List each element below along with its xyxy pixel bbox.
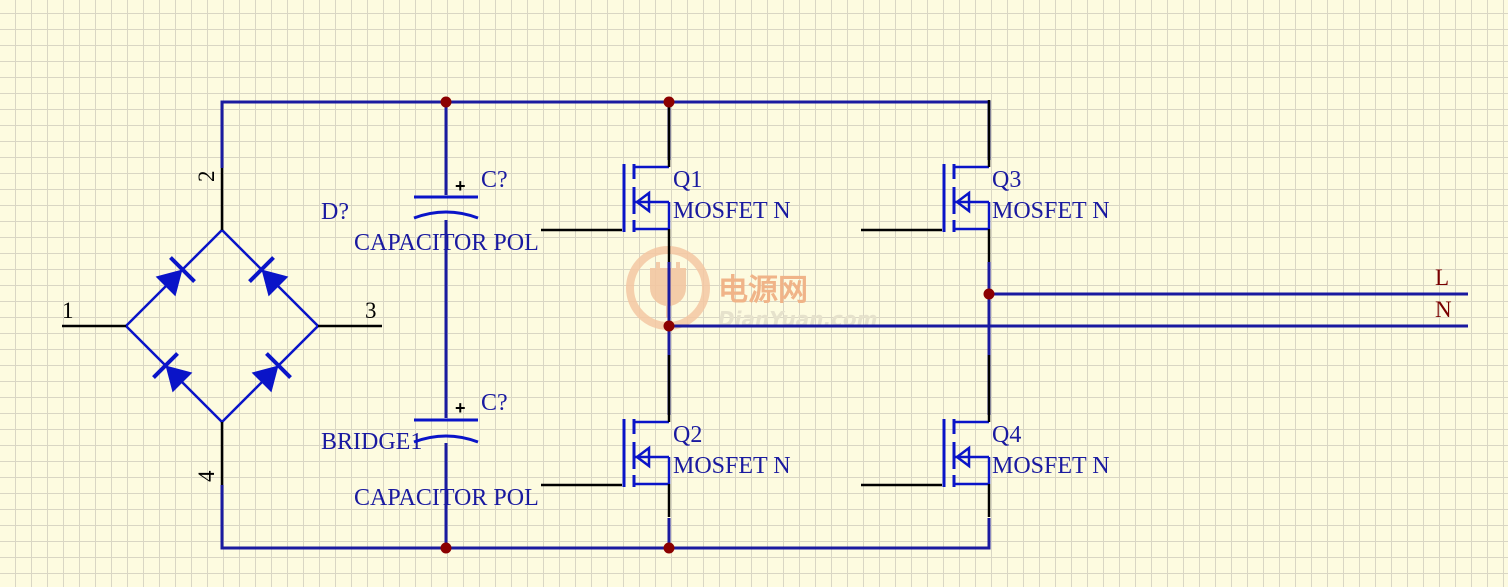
mosfet-q2: Q2 MOSFET N: [539, 353, 791, 519]
capacitor-bottom: + C? CAPACITOR POL: [354, 390, 539, 511]
mosfet-designator: Q4: [992, 422, 1021, 448]
junction-dot: [663, 542, 675, 554]
diode-icon: [152, 352, 193, 393]
capacitor-polarity-mark: +: [455, 176, 466, 196]
capacitor-value: CAPACITOR POL: [354, 230, 539, 256]
capacitor-polarity-mark: +: [455, 398, 466, 418]
mosfet-q3: Q3 MOSFET N: [859, 98, 1110, 264]
mosfet-value: MOSFET N: [992, 198, 1110, 224]
wires: [220, 100, 1468, 550]
bridge-pin-1-label: 1: [62, 298, 74, 323]
bridge-outline: [124, 228, 320, 424]
bottom-rail-wire: [220, 485, 991, 550]
mosfet-q4: Q4 MOSFET N: [859, 353, 1110, 519]
net-label-line: L: [1435, 265, 1449, 290]
junction-dot: [440, 96, 452, 108]
mosfet-designator: Q3: [992, 167, 1021, 193]
junction-dot: [440, 542, 452, 554]
diode-icon: [248, 256, 289, 297]
junction-dot: [663, 320, 675, 332]
capacitor-designator: C?: [481, 390, 508, 416]
watermark: 电源网 DianYuan.com: [626, 246, 877, 331]
capacitor-designator: C?: [481, 167, 508, 193]
mosfet-value: MOSFET N: [673, 453, 791, 479]
bridge-value: BRIDGE1: [321, 429, 422, 455]
mosfet-q1: Q1 MOSFET N: [539, 98, 791, 264]
diode-icon: [251, 352, 292, 393]
top-rail-wire: [220, 100, 991, 168]
capacitor-top: + C? CAPACITOR POL: [354, 167, 539, 256]
watermark-cn: 电源网: [718, 273, 808, 308]
bridge-pin-2-label: 2: [194, 171, 219, 183]
mosfet-designator: Q1: [673, 167, 702, 193]
junction-dot: [983, 288, 995, 300]
mosfet-designator: Q2: [673, 422, 702, 448]
bridge-pin-3-label: 3: [365, 298, 377, 323]
capacitor-value: CAPACITOR POL: [354, 485, 539, 511]
diode-icon: [155, 256, 196, 297]
junction-dot: [663, 96, 675, 108]
mosfet-value: MOSFET N: [673, 198, 791, 224]
mosfet-value: MOSFET N: [992, 453, 1110, 479]
bridge-rectifier: 1 3 2 4 D? BRIDGE1: [62, 168, 422, 485]
bridge-designator: D?: [321, 199, 349, 225]
net-label-neutral: N: [1435, 297, 1452, 322]
bridge-pin-4-label: 4: [194, 470, 219, 482]
junctions: [440, 96, 995, 554]
